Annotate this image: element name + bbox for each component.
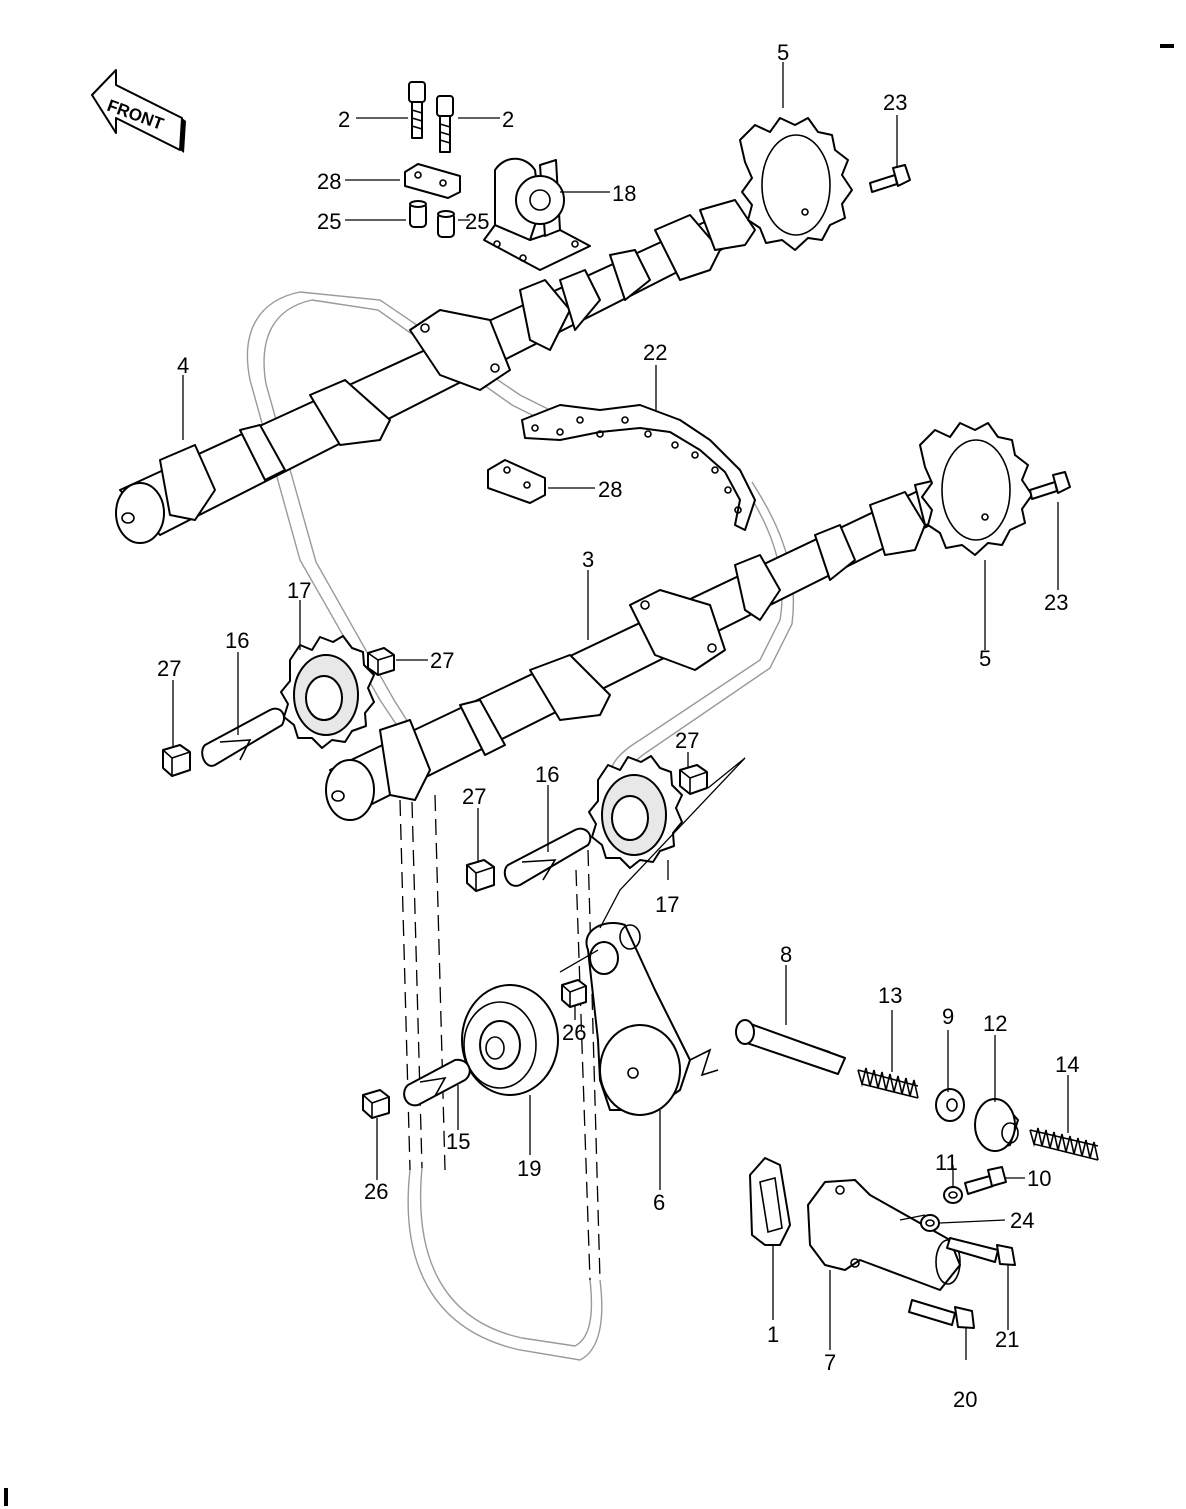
- callout-14: 14: [1055, 1052, 1079, 1077]
- callout-17-right: 17: [655, 892, 679, 917]
- callout-28-upper: 28: [317, 169, 341, 194]
- cam-cap-upper: [404, 163, 461, 199]
- callout-16-left: 16: [225, 628, 249, 653]
- callout-25-left: 25: [317, 209, 341, 234]
- callout-4: 4: [177, 353, 189, 378]
- callout-8: 8: [780, 942, 792, 967]
- sprocket-bolt-upper: [869, 164, 911, 193]
- rubber-damper-mid: [466, 859, 495, 892]
- callout-5-upper: 5: [777, 40, 789, 65]
- spring-short: [857, 1067, 919, 1099]
- callout-25-right: 25: [465, 209, 489, 234]
- cap-bolt-right: [436, 95, 454, 153]
- callout-20: 20: [953, 1387, 977, 1412]
- callout-2-left: 2: [338, 107, 350, 132]
- callout-6: 6: [653, 1190, 665, 1215]
- tensioner-body: [807, 1179, 961, 1291]
- dowel-pin-right: [437, 210, 455, 238]
- callout-17-left: 17: [287, 578, 311, 603]
- dowel-pin-left: [409, 200, 427, 228]
- callout-2-right: 2: [502, 107, 514, 132]
- cam-cap-lower: [487, 459, 546, 504]
- sprocket-bolt-lower: [1029, 471, 1071, 500]
- chain-guide-holder: [483, 157, 591, 271]
- cam-sprocket-upper: [739, 117, 853, 251]
- washer-large: [920, 1214, 940, 1232]
- callout-27-right: 27: [675, 728, 699, 753]
- cam-chain: [521, 404, 756, 531]
- callout-15: 15: [446, 1129, 470, 1154]
- rubber-damper-lower-left: [362, 1089, 390, 1119]
- rubber-damper-right: [679, 764, 708, 795]
- tensioner-gasket: [749, 1157, 791, 1246]
- callout-24: 24: [1010, 1208, 1034, 1233]
- callout-21: 21: [995, 1327, 1019, 1352]
- cam-sprocket-lower: [919, 422, 1033, 556]
- corner-mark-bottom: [4, 1488, 8, 1506]
- callout-13: 13: [878, 983, 902, 1008]
- rubber-damper-upper: [367, 647, 395, 676]
- callout-11: 11: [935, 1150, 958, 1175]
- tensioner-push-rod: [735, 1019, 846, 1075]
- rubber-damper-left: [162, 744, 191, 777]
- callout-27-mid: 27: [462, 784, 486, 809]
- callout-16-right: 16: [535, 762, 559, 787]
- flange-bolt-20: [908, 1299, 975, 1329]
- callout-3: 3: [582, 547, 594, 572]
- chain-guide-right: [503, 827, 592, 887]
- idler-sprocket-right: [588, 755, 683, 869]
- callout-27-upper: 27: [430, 648, 454, 673]
- callout-28-lower: 28: [598, 477, 622, 502]
- callout-10: 10: [1027, 1166, 1051, 1191]
- callout-23-upper: 23: [883, 90, 907, 115]
- front-arrow-icon: FRONT: [91, 69, 186, 153]
- leader-lines: [172, 62, 1069, 1360]
- callout-23-lower: 23: [1044, 590, 1068, 615]
- camshaft-upper: [115, 199, 756, 544]
- tensioner-cap: [974, 1098, 1019, 1152]
- washer-small: [943, 1186, 963, 1204]
- rubber-damper-lower-mid: [561, 979, 587, 1008]
- callout-5-lower: 5: [979, 646, 991, 671]
- corner-mark-top: [1160, 44, 1174, 48]
- callout-12: 12: [983, 1011, 1007, 1036]
- callout-26-mid: 26: [562, 1020, 586, 1045]
- guide-roller: [461, 984, 559, 1096]
- callout-26-left: 26: [364, 1179, 388, 1204]
- callout-18: 18: [612, 181, 636, 206]
- tensioner-arm: [585, 922, 719, 1116]
- idler-sprocket-left: [280, 635, 375, 749]
- callout-1: 1: [767, 1322, 779, 1347]
- callout-labels: 2 2 28 25 25 18 5 23 4 22 28 3 5 23 17 1…: [157, 40, 1079, 1412]
- chain-guide-left: [201, 707, 286, 767]
- callout-19: 19: [517, 1156, 541, 1181]
- callout-7: 7: [824, 1350, 836, 1375]
- tensioner-bolt: [964, 1166, 1007, 1195]
- callout-22: 22: [643, 340, 667, 365]
- cap-bolt-left: [408, 81, 426, 139]
- adjuster-nut: [935, 1088, 965, 1122]
- callout-9: 9: [942, 1004, 954, 1029]
- callout-27-left: 27: [157, 656, 181, 681]
- spring-long: [1029, 1127, 1099, 1161]
- flange-bolt-21: [946, 1237, 1016, 1266]
- chain-guide-lower: [403, 1058, 471, 1107]
